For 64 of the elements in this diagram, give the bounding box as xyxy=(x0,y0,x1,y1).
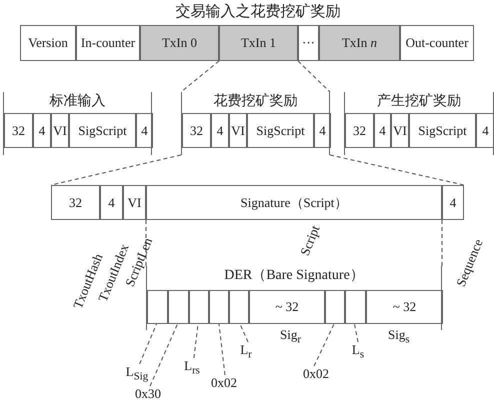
byte-field: TxIn n xyxy=(319,25,400,61)
leader-line xyxy=(193,324,198,358)
leader-line xyxy=(314,324,334,366)
byte-field: 4 xyxy=(33,113,51,148)
byte-field: 32 xyxy=(4,113,33,148)
expansion-line xyxy=(50,154,182,186)
byte-field xyxy=(345,290,366,324)
byte-field: Signature（Script） xyxy=(146,185,442,220)
byte-field: Version xyxy=(20,25,76,61)
byte-field xyxy=(325,290,345,324)
byte-field: 4 xyxy=(100,185,123,220)
byte-field: VI xyxy=(391,113,409,148)
field-group xyxy=(3,92,152,155)
byte-field: 4 xyxy=(442,185,464,220)
byte-field xyxy=(229,290,249,324)
byte-field: 4 xyxy=(374,113,391,148)
field-label: L$_{r}$ xyxy=(236,342,256,362)
byte-field: In-counter xyxy=(76,25,140,61)
field-label: 0x02 xyxy=(208,375,240,391)
field-label: 0x30 xyxy=(133,386,163,402)
byte-field: SigScript xyxy=(409,113,476,148)
byte-field: VI xyxy=(229,113,247,148)
byte-field: TxIn 1 xyxy=(219,25,298,61)
leader-line xyxy=(218,324,226,376)
group-heading: 产生挖矿奖励 xyxy=(376,92,462,110)
field-group xyxy=(344,92,494,155)
field-caption: Sig$_{r}$ xyxy=(280,327,301,346)
byte-field xyxy=(168,290,189,324)
byte-field xyxy=(189,290,209,324)
leader-line xyxy=(240,324,248,342)
group-heading: 花费挖矿奖励 xyxy=(212,92,298,110)
byte-field: Out-counter xyxy=(400,25,474,61)
byte-field: ··· xyxy=(298,25,319,61)
leader-line xyxy=(139,324,157,364)
leader-line xyxy=(150,324,178,386)
byte-field xyxy=(209,290,229,324)
byte-field: 4 xyxy=(211,113,229,148)
byte-field: 4 xyxy=(136,113,153,148)
field-label: 0x02 xyxy=(300,366,332,382)
field-label: L$_{rs}$ xyxy=(180,358,204,378)
byte-field: 4 xyxy=(476,113,494,148)
byte-field: VI xyxy=(51,113,69,148)
field-name-label: Script xyxy=(297,223,324,258)
expansion-line xyxy=(330,154,464,186)
byte-field: 32 xyxy=(345,113,374,148)
leader-line xyxy=(354,324,358,342)
byte-field: 4 xyxy=(314,113,331,148)
byte-field: 32 xyxy=(51,185,100,220)
field-caption: Sig$_{s}$ xyxy=(388,327,410,346)
group-heading: DER（Bare Signature） xyxy=(223,267,365,284)
field-label: L$_{Sig}$ xyxy=(124,364,150,384)
byte-field: TxIn 0 xyxy=(140,25,219,61)
group-heading: 标准输入 xyxy=(48,92,106,110)
diagram-title: 交易输入之花费挖矿奖励 xyxy=(174,2,342,21)
byte-field: SigScript xyxy=(247,113,314,148)
byte-field: SigScript xyxy=(69,113,136,148)
byte-field: ~ 32 xyxy=(249,290,325,324)
expansion-line xyxy=(180,60,220,92)
byte-field xyxy=(147,290,168,324)
byte-field: 32 xyxy=(182,113,211,148)
field-group xyxy=(181,92,330,155)
field-label: L$_{s}$ xyxy=(348,342,368,362)
byte-field: ~ 32 xyxy=(366,290,443,324)
byte-field: VI xyxy=(123,185,146,220)
